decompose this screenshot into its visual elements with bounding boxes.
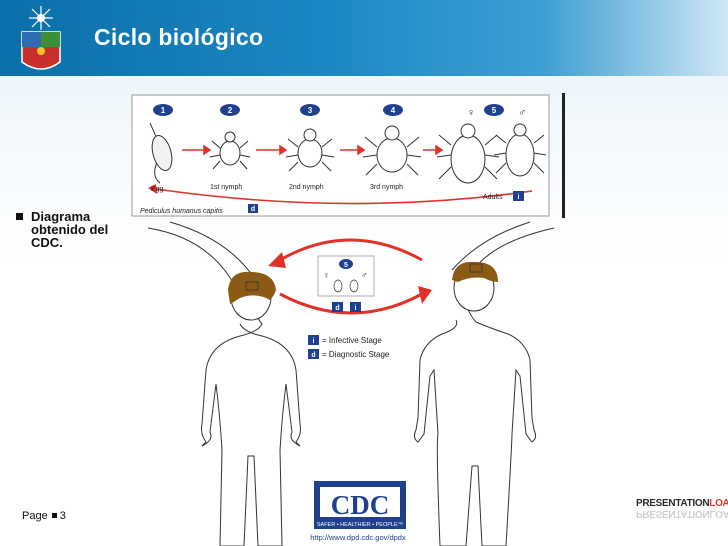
stage-label: Adults <box>483 194 503 201</box>
louse-lifecycle-diagram: 1 2 3 4 5 ♀ ♂ <box>131 93 565 218</box>
adult-louse-male-icon <box>493 123 547 177</box>
step-marker <box>300 104 320 116</box>
step-number: 2 <box>228 106 233 115</box>
return-arrow-head <box>148 184 157 194</box>
page-indicator: Page 3 <box>22 510 66 522</box>
human-transmission-diagram: 5 ♀ ♂ d i i = Infective Stage d = Diagno… <box>147 221 555 546</box>
species-label: Pediculus humanus capitis <box>140 208 223 215</box>
step-number: 4 <box>391 106 396 115</box>
bullet-square-icon <box>16 213 23 220</box>
presentationload-logo: PRESENTATIONLOAD PRESENTATIONLOAD <box>636 498 728 538</box>
svg-text:d: d <box>335 305 339 312</box>
page-number: 3 <box>59 510 66 522</box>
infective-badge <box>513 191 524 201</box>
nymph-icon <box>209 131 251 170</box>
transmission-arrow <box>279 238 423 262</box>
callout-line <box>451 221 531 271</box>
legend-diagnostic-label: = Diagnostic Stage <box>322 350 390 359</box>
step-marker <box>220 104 240 116</box>
svg-text:d: d <box>251 206 255 213</box>
university-crest-icon <box>21 6 61 70</box>
louse-location-marker <box>469 263 483 273</box>
arrow-head <box>203 144 212 156</box>
page-label: Page <box>22 510 48 522</box>
adult-louse-icon <box>349 279 359 293</box>
stage-label: Egg <box>151 186 164 193</box>
page-title: Ciclo biológico <box>94 24 264 50</box>
legend-diagnostic-badge <box>308 349 319 359</box>
transmission-arrow <box>279 292 423 315</box>
arrow-head <box>357 144 366 156</box>
svg-text:i: i <box>355 305 357 312</box>
cdc-logo: CDC SAFER • HEALTHIER • PEOPLE™ http://w… <box>300 476 418 546</box>
step-marker <box>383 104 403 116</box>
left-human-figure <box>201 273 301 546</box>
adult-louse-female-icon <box>436 123 500 184</box>
arrow-head <box>279 144 288 156</box>
brand-reflection: PRESENTATIONLOAD <box>636 508 728 519</box>
infective-badge <box>350 302 361 312</box>
male-symbol: ♂ <box>518 107 526 119</box>
step-number: 5 <box>492 106 497 115</box>
adult-louse-icon <box>333 279 343 293</box>
svg-text:i: i <box>518 194 520 201</box>
cdc-tagline: SAFER • HEALTHIER • PEOPLE™ <box>317 522 403 528</box>
step-marker <box>484 104 504 116</box>
nymph-icon <box>362 125 422 176</box>
svg-text:d: d <box>311 352 315 359</box>
louse-location-marker <box>245 281 259 291</box>
svg-text:i: i <box>313 338 315 345</box>
transmission-arrow-head <box>418 286 432 304</box>
legend-infective-badge <box>308 335 319 345</box>
female-symbol: ♀ <box>467 107 475 119</box>
step-number: 1 <box>161 106 166 115</box>
stage-label: 3rd nymph <box>370 184 403 191</box>
callout-line <box>147 227 237 289</box>
header-bar: Ciclo biológico <box>0 0 728 76</box>
bullet-text: Diagrama obtenido del CDC. <box>31 209 109 250</box>
return-arrow <box>155 188 533 205</box>
male-symbol: ♂ <box>361 270 368 280</box>
nymph-icon <box>285 128 335 172</box>
egg-on-hair-icon <box>149 122 173 184</box>
brand-word-2: LOAD <box>709 498 728 509</box>
step-marker <box>153 104 173 116</box>
step-marker <box>339 259 353 269</box>
diagnostic-badge <box>248 204 258 213</box>
svg-text:5: 5 <box>344 262 348 269</box>
brand-word-1: PRESENTATION <box>636 498 710 509</box>
stage-label: 1st nymph <box>210 184 242 191</box>
left-hair-icon <box>228 271 276 304</box>
arrow-head <box>435 144 444 156</box>
cdc-url: http://www.dpd.cdc.gov/dpdx <box>310 533 406 542</box>
female-symbol: ♀ <box>323 270 330 280</box>
legend-infective-label: = Infective Stage <box>322 336 382 345</box>
separator-square-icon <box>51 513 57 518</box>
step-number: 3 <box>308 106 313 115</box>
stage-label: 2nd nymph <box>289 184 324 191</box>
diagnostic-badge <box>332 302 343 312</box>
right-human-figure <box>413 264 537 546</box>
transmission-arrow-head <box>268 252 286 268</box>
cdc-wordmark: CDC <box>331 490 390 520</box>
